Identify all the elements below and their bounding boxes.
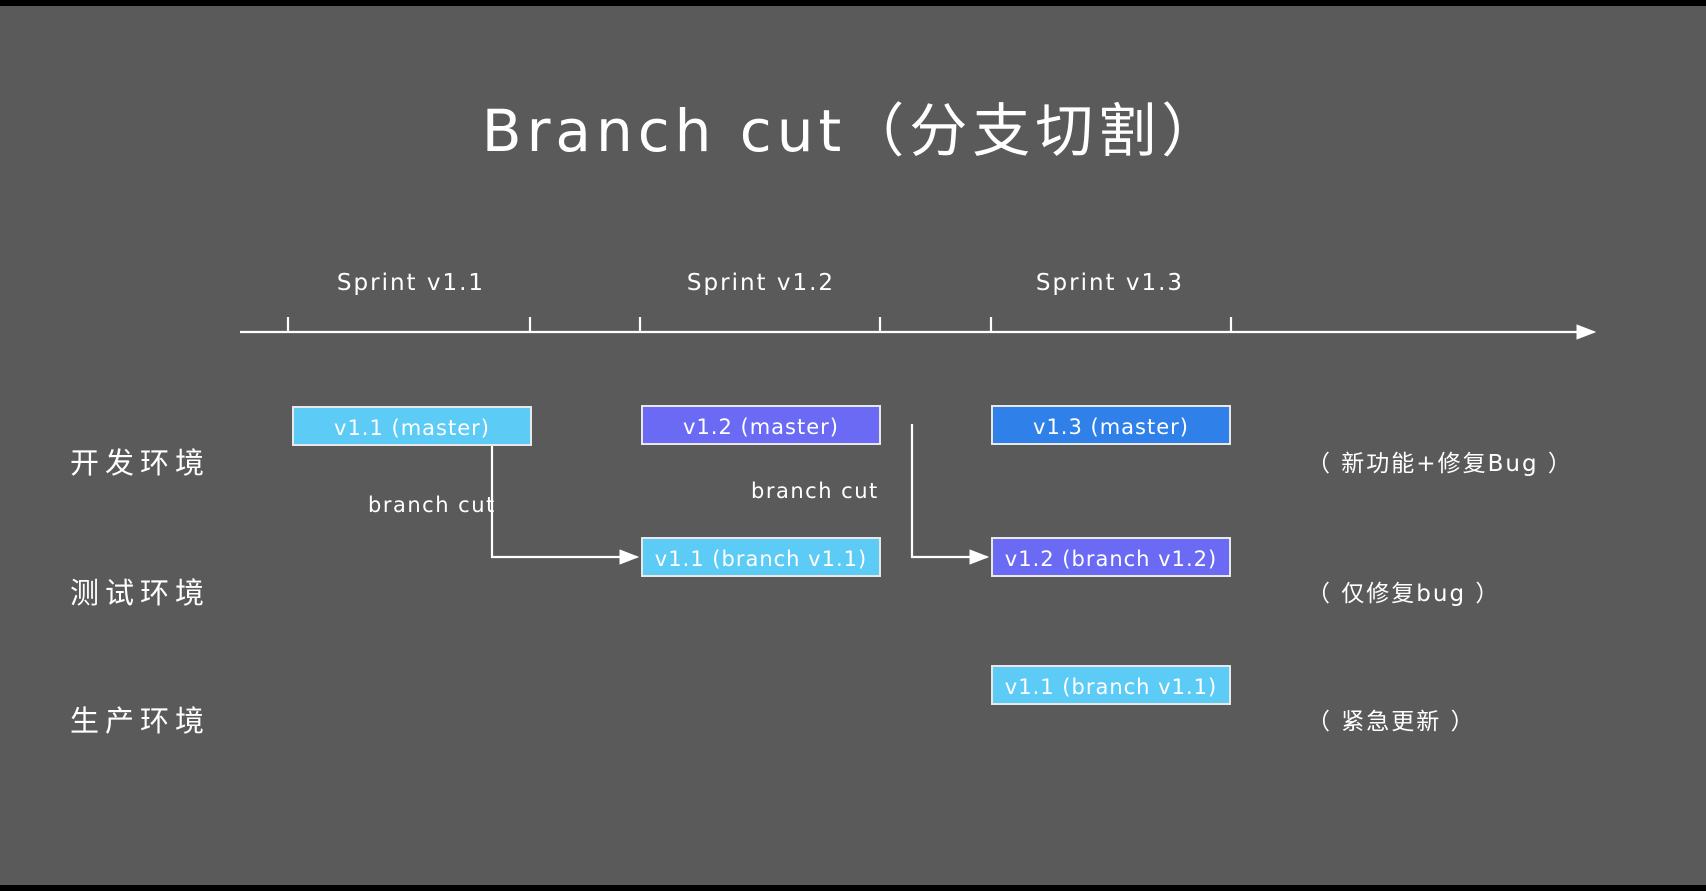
node-dev-v11[interactable]: v1.1 (master) [292,406,532,446]
row-label-prod: 生产环境 [70,704,211,738]
sprint-label-2: Sprint v1.2 [686,270,836,296]
node-test-v11[interactable]: v1.1 (branch v1.1) [641,537,881,577]
connector-cut-1 [490,446,640,565]
sprint-label-1: Sprint v1.1 [336,270,486,296]
node-test-v12[interactable]: v1.2 (branch v1.2) [991,537,1231,577]
connector-cut-2 [910,424,990,565]
row-label-dev: 开发环境 [70,446,211,480]
note-dev: （ 新功能+修复Bug ） [1307,451,1573,477]
connector-label-cut-2: branch cut [751,479,879,503]
page-title-text: Branch cut（分支切割） [481,97,1225,165]
node-dev-v13[interactable]: v1.3 (master) [991,405,1231,445]
row-label-test: 测试环境 [70,576,211,610]
note-prod: （ 紧急更新 ） [1307,709,1476,735]
page-title: Branch cut（分支切割） [0,84,1706,168]
sprint-label-3: Sprint v1.3 [1035,270,1185,296]
node-prod-v11[interactable]: v1.1 (branch v1.1) [991,665,1231,705]
timeline-axis [240,317,1597,340]
connector-label-cut-1: branch cut [368,493,496,517]
node-dev-v12[interactable]: v1.2 (master) [641,405,881,445]
note-test: （ 仅修复bug ） [1307,581,1501,607]
